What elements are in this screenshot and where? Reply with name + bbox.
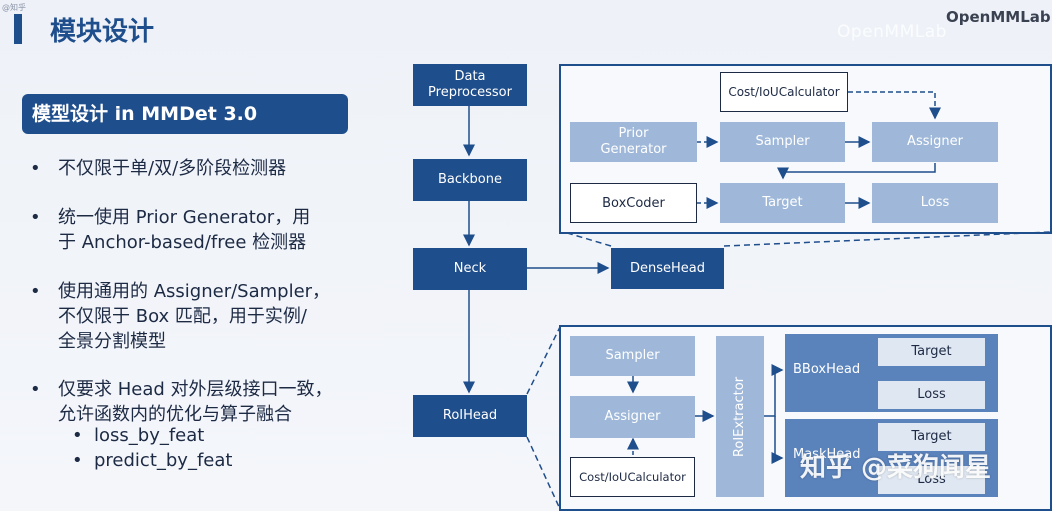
bullet-dot: • [30,281,41,302]
bullet-line: 允许函数内的优化与算子融合 [58,404,292,425]
neck-node: Neck [413,248,527,290]
bullet-dot: • [30,158,41,179]
bullet-dot: • [30,207,41,228]
bullet-line: 全景分割模型 [58,331,166,352]
bbox-target-box: Target [878,338,985,366]
box-coder-box: BoxCoder [570,183,697,223]
bullet-line: 于 Anchor-based/free 检测器 [58,232,307,253]
bullet-dot: • [30,379,41,400]
dense-head-node: DenseHead [611,248,724,289]
mask-head-label: MaskHead [793,447,861,462]
bullet-line: 使用通用的 Assigner/Sampler， [58,281,331,302]
mask-target-box: Target [878,423,985,451]
assigner-box: Assigner [872,122,998,162]
mask-loss-box: Loss [878,466,985,494]
bullet-line: 统一使用 Prior Generator，用 [58,207,311,228]
prior-generator-box: Prior Generator [570,122,697,162]
page-title: 模块设计 [50,17,155,47]
zhihu-watermark: 知乎 @菜狗闻星 [800,453,992,483]
cost-calculator-box: Cost/IoUCalculator [720,72,848,112]
roi-head-node: RoIHead [413,395,527,437]
sampler-box: Sampler [720,122,845,162]
backbone-node: Backbone [413,159,527,201]
bullet-line: 不仅限于单/双/多阶段检测器 [58,158,287,179]
bullet-line: 仅要求 Head 对外层级接口一致， [58,379,333,400]
roi-assigner-box: Assigner [570,396,695,438]
bullet-line: 不仅限于 Box 匹配，用于实例/ [58,306,307,327]
bbox-head-label: BBoxHead [793,362,861,377]
target-box: Target [720,183,845,223]
loss-box: Loss [872,183,998,223]
sub-bullet-text: predict_by_feat [94,450,233,471]
openmmlab-logo: OpenMMLab [946,8,1051,26]
sub-bullet-loss-by-feat: •loss_by_feat [72,425,205,446]
corner-tiny-text: @知乎 [2,3,26,12]
roi-sampler-box: Sampler [570,336,695,376]
sub-bullet-text: loss_by_feat [94,425,205,446]
bbox-loss-box: Loss [878,381,985,409]
roi-extractor-label: RoIExtractor [732,376,748,457]
data-preprocessor-node: Data Preprocessor [413,64,527,106]
title-accent-bar [14,14,22,44]
roi-extractor-box: RoIExtractor [716,336,764,497]
roi-cost-calculator-box: Cost/IoUCalculator [570,457,695,497]
subtitle-banner: 模型设计 in MMDet 3.0 [22,94,348,134]
logo-ghost-text: OpenMMLab [837,22,947,42]
sub-bullet-predict-by-feat: •predict_by_feat [72,450,233,471]
